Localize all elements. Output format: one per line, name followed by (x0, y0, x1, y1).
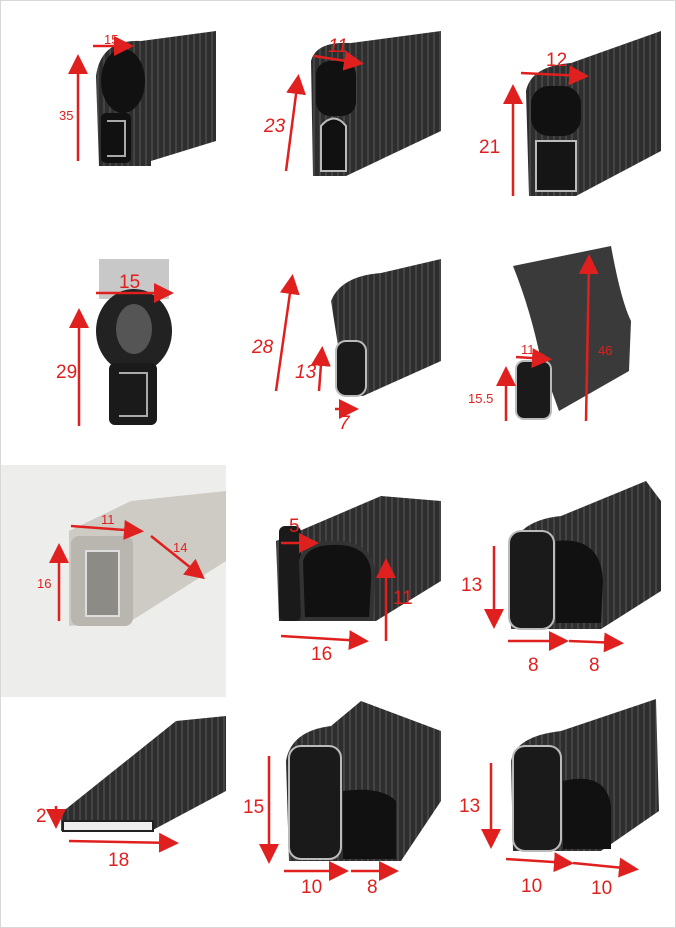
dimension-arrows (46, 36, 639, 881)
seal-profile-11 (286, 701, 441, 861)
seal-profile-8 (276, 496, 441, 621)
dimension-label: 8 (367, 877, 378, 898)
dimension-label: 8 (589, 655, 600, 676)
dimension-label: 18 (108, 850, 130, 871)
dimension-label: 23 (264, 116, 286, 137)
dimension-label: 13 (461, 575, 483, 596)
seal-profile-6 (513, 246, 631, 420)
seal-profile-1 (96, 31, 216, 166)
seal-profile-3 (526, 31, 661, 196)
dimension-label: 10 (521, 876, 543, 897)
seal-profile-12 (511, 699, 659, 852)
dimension-label: 10 (301, 877, 323, 898)
dimension-label: 16 (311, 644, 333, 665)
dimension-label: 11 (328, 36, 348, 57)
dimension-label: 35 (59, 108, 74, 123)
seal-profile-5 (331, 259, 441, 397)
dimension-label: 21 (479, 137, 501, 158)
dimension-label: 15 (104, 32, 119, 47)
dimension-label: 13 (295, 362, 317, 383)
dimension-label: 16 (37, 576, 52, 591)
dimension-label: 2 (36, 806, 47, 827)
dimension-label: 5 (289, 516, 300, 537)
seal-profile-10 (61, 716, 226, 832)
dimension-label: 8 (528, 655, 539, 676)
dimension-label: 14 (173, 540, 188, 555)
dimension-label: 15 (119, 272, 141, 293)
seal-profile-7 (69, 491, 226, 626)
dimension-label: 11 (393, 588, 413, 609)
dimension-label: 13 (459, 796, 481, 817)
dimension-label: 11 (101, 512, 115, 527)
seal-profile-9 (508, 481, 661, 630)
dimension-label: 15.5 (468, 391, 494, 406)
dimension-label: 11 (521, 342, 535, 357)
dimension-label: 7 (339, 413, 350, 434)
dimension-label: 28 (252, 337, 274, 358)
dimension-label: 15 (243, 797, 265, 818)
dimension-label: 12 (546, 50, 568, 71)
dimension-label: 29 (56, 362, 78, 383)
dimension-label: 10 (591, 878, 613, 899)
dimension-label: 46 (598, 343, 613, 358)
